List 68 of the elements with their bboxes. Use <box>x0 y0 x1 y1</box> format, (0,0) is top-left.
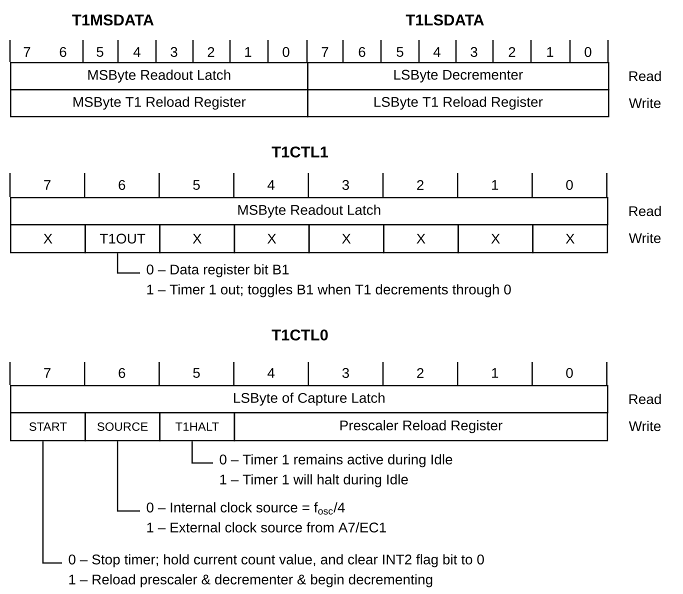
bit-number: 4 <box>133 47 140 57</box>
leader-line <box>116 441 140 512</box>
bit-number: 2 <box>208 47 214 57</box>
row-label: Write <box>628 420 661 432</box>
row-label: Read <box>629 394 661 404</box>
row-label: Read <box>629 206 661 216</box>
row-label: Read <box>629 70 661 82</box>
field-cell: MSByte T1 Reload Register <box>10 89 308 118</box>
field-cell: X <box>383 224 459 254</box>
field-cell: LSByte T1 Reload Register <box>307 89 610 118</box>
bit-number: 3 <box>170 47 178 57</box>
bit-number: 3 <box>342 368 349 378</box>
bit-number: 4 <box>268 180 275 190</box>
bit-number: 0 <box>566 180 573 190</box>
leader-line <box>42 441 62 564</box>
bit-number: 2 <box>417 180 424 190</box>
bit-number: 0 <box>584 47 592 57</box>
field-cell: Prescaler Reload Register <box>234 412 608 442</box>
field-cell: LSByte Decrementer <box>307 62 610 90</box>
bit-number: 2 <box>417 368 424 378</box>
field-cell: X <box>159 224 236 254</box>
field-cell: START <box>10 412 86 442</box>
field-cell: X <box>10 224 86 254</box>
row-label: Write <box>628 232 661 244</box>
bit-number: 1 <box>547 47 554 57</box>
field-cell: SOURCE <box>84 412 160 442</box>
bit-number: 6 <box>118 368 126 378</box>
field-cell: T1OUT <box>84 224 160 254</box>
bit-number: 2 <box>508 47 516 57</box>
field-cell: LSByte of Capture Latch <box>10 385 608 414</box>
bit-number: 7 <box>44 180 50 190</box>
leader-line <box>116 253 140 274</box>
field-cell: X <box>234 224 310 254</box>
bit-number: 5 <box>396 47 404 57</box>
bit-description: 0 – Stop timer; hold current count value, and clear INT2 flag bit to 0 1 – Reload prescaler & decrementer & begin decrementing <box>68 554 484 588</box>
bit-number: 7 <box>44 368 50 378</box>
bit-description: 0 – Data register bit B1 1 – Timer 1 out; toggles B1 when T1 decrements through 0 <box>146 264 511 298</box>
field-cell: X <box>308 224 384 254</box>
bit-number: 5 <box>193 368 200 378</box>
register-title: T1CTL0 <box>272 330 328 340</box>
field-cell: X <box>532 224 608 254</box>
bit-number: 6 <box>358 47 366 57</box>
bit-number: 3 <box>470 47 478 57</box>
bit-number: 7 <box>322 47 328 57</box>
register-title: T1MSDATA <box>72 14 154 26</box>
field-cell: MSByte Readout Latch <box>10 197 608 226</box>
leader-line <box>192 441 213 464</box>
row-label: Write <box>628 98 661 108</box>
bit-number: 1 <box>245 47 252 57</box>
field-cell: MSByte Readout Latch <box>10 62 308 90</box>
bit-number: 0 <box>566 368 573 378</box>
bit-number: 4 <box>268 368 275 378</box>
bit-number: 6 <box>118 180 126 190</box>
register-title: T1CTL1 <box>272 146 328 158</box>
bit-number: 7 <box>24 47 30 57</box>
bit-number: 4 <box>433 47 440 57</box>
register-title: T1LSDATA <box>406 14 484 26</box>
bit-description: 0 – Internal clock source = f$_{osc}$/4 1 – External clock source from A7/EC1 <box>146 502 386 532</box>
bit-number: 5 <box>193 180 200 190</box>
bit-number: 1 <box>492 180 498 190</box>
bit-number: 6 <box>60 47 66 57</box>
field-cell: T1HALT <box>159 412 236 442</box>
bit-description: 0 – Timer 1 remains active during Idle 1 – Timer 1 will halt during Idle <box>220 454 452 488</box>
bit-number: 0 <box>282 47 290 57</box>
bit-number: 3 <box>342 180 349 190</box>
bit-number: 5 <box>96 47 104 57</box>
field-cell: X <box>458 224 534 254</box>
bit-number: 1 <box>492 368 498 378</box>
